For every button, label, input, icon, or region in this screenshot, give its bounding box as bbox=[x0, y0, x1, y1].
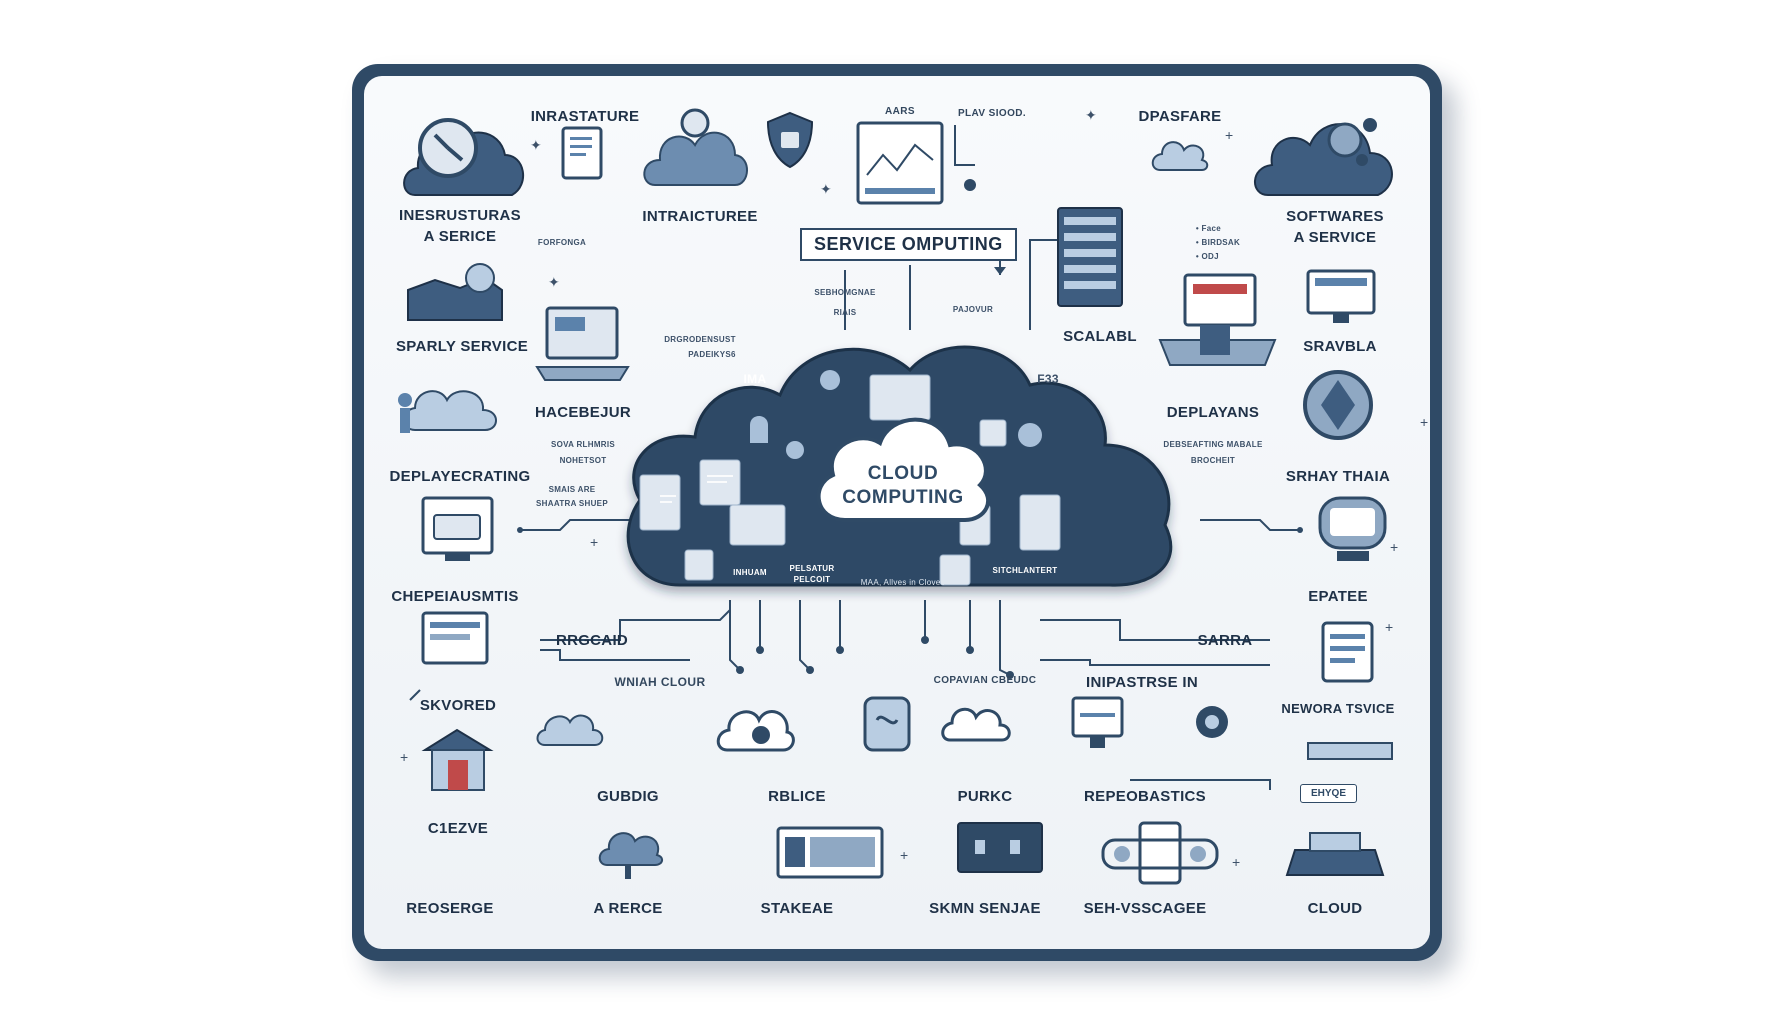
data-center-icon bbox=[1285, 832, 1385, 876]
label-copavian: COPAVIAN CBEUDC bbox=[933, 675, 1037, 686]
label-reoserge: REOSERGE bbox=[406, 900, 494, 917]
service-computing-box: SERVICE OMPUTING bbox=[800, 228, 1017, 261]
web-browser-icon bbox=[421, 496, 494, 561]
label-sebhomgnae: SEBHOMGNAE bbox=[814, 288, 876, 297]
label-epatee: EPATEE bbox=[1308, 588, 1368, 605]
cloud-computing-title: CLOUD COMPUTING bbox=[822, 446, 984, 526]
cloud-gear-icon bbox=[716, 710, 795, 752]
label-pajovur: PAJOVUR bbox=[952, 305, 994, 314]
label-f33: F33 bbox=[1037, 372, 1059, 386]
document-stack-icon bbox=[561, 126, 603, 180]
sparkle-icon: + bbox=[900, 847, 909, 863]
label-rblice: RBLICE bbox=[768, 788, 826, 805]
label-inipastrse: INIPASTRSE IN bbox=[1086, 674, 1198, 691]
label-deplayecrating: DEPLAYECRATING bbox=[389, 468, 531, 485]
sparkle-icon: ✦ bbox=[548, 274, 560, 290]
label-newora: NEWORA TSVICE bbox=[1281, 701, 1395, 716]
clock-cloud-icon bbox=[403, 118, 525, 196]
cloud-computing-icon bbox=[816, 417, 991, 522]
tablet-icon bbox=[1321, 621, 1374, 683]
label-repeobastics: REPEOBASTICS bbox=[1084, 788, 1206, 805]
sparkle-icon: + bbox=[1225, 127, 1234, 143]
ehyqe-tag: EHYQE bbox=[1300, 784, 1358, 803]
sparkle-icon: + bbox=[1385, 619, 1394, 635]
globe-icon bbox=[1303, 370, 1373, 440]
label-deplayans: DEPLAYANS bbox=[1166, 404, 1260, 421]
cloud-sync-icon bbox=[598, 832, 663, 879]
sparkle-icon: + bbox=[1420, 414, 1429, 430]
label-skvored: SKVORED bbox=[419, 697, 497, 714]
browser-window-icon bbox=[776, 826, 884, 879]
desktop-right-icon bbox=[1318, 496, 1387, 561]
sparkle-icon: ✦ bbox=[1085, 107, 1097, 123]
label-a-rerce: A RERCE bbox=[593, 900, 663, 917]
computer-station-icon bbox=[1158, 273, 1277, 366]
label-gubdig: GUBDIG bbox=[597, 788, 659, 805]
sparkle-icon: + bbox=[1232, 854, 1241, 870]
shield-icon bbox=[766, 111, 814, 169]
label-c1ezve: C1EZVE bbox=[427, 820, 489, 837]
label-aars: AARS bbox=[885, 106, 915, 117]
sparkle-icon: ✦ bbox=[530, 137, 542, 153]
server-cloud-icon bbox=[643, 108, 748, 186]
label-sova: SOVA RLHMRIS NOHETSOT bbox=[550, 440, 616, 465]
server-rack-icon bbox=[1057, 207, 1123, 307]
label-ima: IMA bbox=[743, 372, 767, 386]
sparkle-icon: + bbox=[590, 534, 599, 550]
label-debseafting: DEBSEAFTING MABALE BROCHEIT bbox=[1163, 440, 1263, 465]
label-chepeiausmtis: CHEPEIAUSMTIS bbox=[391, 588, 519, 605]
cloud-title-line2: COMPUTING bbox=[842, 487, 964, 508]
label-face-list: • Face • BIRDSAK • ODJ bbox=[1195, 224, 1241, 261]
label-seh-vsscagee: SEH-VSSCAGEE bbox=[1083, 900, 1207, 917]
label-dpasfare: DPASFARE bbox=[1138, 108, 1222, 125]
stacked-server-icon bbox=[1307, 742, 1393, 760]
hardware-box-icon bbox=[957, 822, 1043, 873]
server-stack-icon bbox=[407, 263, 503, 321]
server-tower-icon bbox=[1101, 821, 1219, 885]
label-sarra: SARRA bbox=[1197, 632, 1253, 649]
label-padeikys: PADEIKYS6 bbox=[688, 350, 736, 359]
datacenter-house-icon bbox=[421, 728, 494, 791]
cloud-storage-icon bbox=[941, 707, 1011, 742]
laptop-icon bbox=[535, 306, 630, 381]
label-riais: RIAIS bbox=[833, 308, 857, 317]
sparkle-icon: + bbox=[400, 749, 409, 765]
chart-monitor-icon bbox=[856, 121, 944, 205]
label-srhay: SRHAY THAIA bbox=[1285, 468, 1391, 485]
label-scalabl: SCALABL bbox=[1063, 328, 1137, 345]
small-cloud-icon bbox=[1151, 141, 1209, 171]
label-cloud-bottom: CLOUD bbox=[1307, 900, 1363, 917]
label-sparly: SPARLY SERVICE bbox=[395, 338, 529, 355]
label-intraicturee: INTRAICTUREE bbox=[642, 208, 758, 225]
sparkle-icon: + bbox=[1390, 539, 1399, 555]
gear-icon bbox=[1196, 706, 1228, 738]
label-purkc: PURKC bbox=[957, 788, 1013, 805]
label-softwares-service: SOFTWARES A SERVICE bbox=[1286, 208, 1384, 246]
label-pelcoit: PELSATUR PELCOIT bbox=[789, 564, 835, 584]
desktop-icon bbox=[421, 611, 489, 665]
label-hacebejur: HACEBEJUR bbox=[534, 404, 632, 421]
label-plav: PLAV SIOOD. bbox=[957, 108, 1027, 119]
label-wniah-clour: WNIAH CLOUR bbox=[614, 675, 706, 689]
cloud-people-icon bbox=[398, 390, 497, 433]
label-sitchlantert: SITCHLANTERT bbox=[992, 566, 1058, 575]
label-smais: SMAIS ARE SHAATRA SHUEP bbox=[536, 485, 608, 508]
label-rrgcaid: RRGCAID bbox=[555, 632, 629, 649]
cloud-title-line1: CLOUD bbox=[867, 463, 939, 484]
label-infrastructure-service: INESRUSTURAS A SERICE bbox=[399, 207, 521, 245]
sparkle-icon: ✦ bbox=[820, 181, 832, 197]
label-inhuam: INHUAM bbox=[733, 568, 767, 577]
label-sravbla: SRAVBLA bbox=[1303, 338, 1377, 355]
monitor-small-icon bbox=[1071, 696, 1124, 748]
label-forfonga: FORFONGA bbox=[537, 238, 587, 247]
cloud-tablet-icon bbox=[536, 714, 604, 746]
monitor-icon bbox=[1306, 269, 1376, 323]
label-maa-alves: MAA, Allves in Clovee bbox=[860, 578, 946, 587]
cloud-network-icon bbox=[1254, 118, 1393, 196]
phone-icon bbox=[863, 696, 911, 752]
label-inrastature: INRASTATURE bbox=[530, 108, 640, 125]
label-stakeae: STAKEAE bbox=[760, 900, 834, 917]
label-dpgrodensust: DRGRODENSUST bbox=[664, 335, 736, 344]
label-skmn-senjae: SKMN SENJAE bbox=[929, 900, 1041, 917]
